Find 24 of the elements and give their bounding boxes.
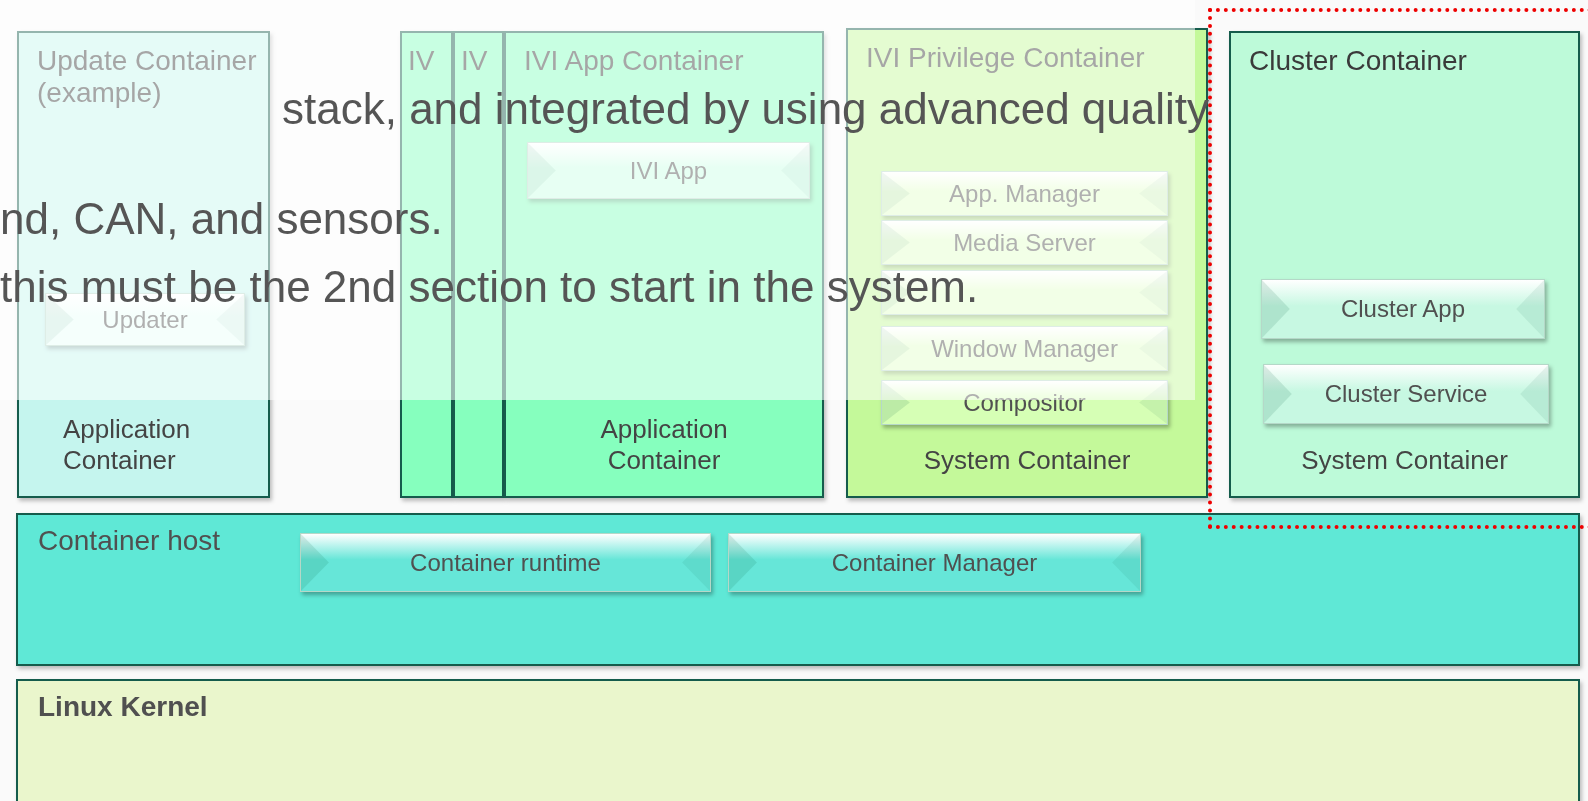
component-box: Cluster Service: [1263, 364, 1549, 424]
container-box: [1229, 31, 1580, 498]
component-box: Container runtime: [300, 533, 711, 592]
container-title: IVI Privilege Container: [866, 42, 1146, 74]
container-title: IV: [461, 45, 489, 77]
container-title: IV: [408, 45, 436, 77]
container-label: Application Container: [599, 414, 729, 476]
component-box: Window Manager: [881, 326, 1168, 371]
component-box: Cluster App: [1261, 279, 1545, 339]
container-title: Update Container (example): [37, 45, 258, 109]
container-title: IVI App Container: [524, 45, 745, 77]
container-label: System Container: [922, 445, 1132, 476]
host-layer: [16, 513, 1580, 666]
kernel-layer: [16, 679, 1580, 801]
container-title: Cluster Container: [1249, 45, 1468, 77]
layer-title: Linux Kernel: [38, 691, 208, 723]
component-box: Compositor: [881, 380, 1168, 425]
component-box: Container Manager: [728, 533, 1141, 592]
component-box: IVI App: [527, 142, 810, 199]
container-label: System Container: [1300, 445, 1509, 476]
layer-title: Container host: [38, 525, 221, 557]
component-box: Media Server: [881, 220, 1168, 265]
container-label: Application Container: [63, 414, 192, 476]
component-box: App. Manager: [881, 171, 1168, 216]
